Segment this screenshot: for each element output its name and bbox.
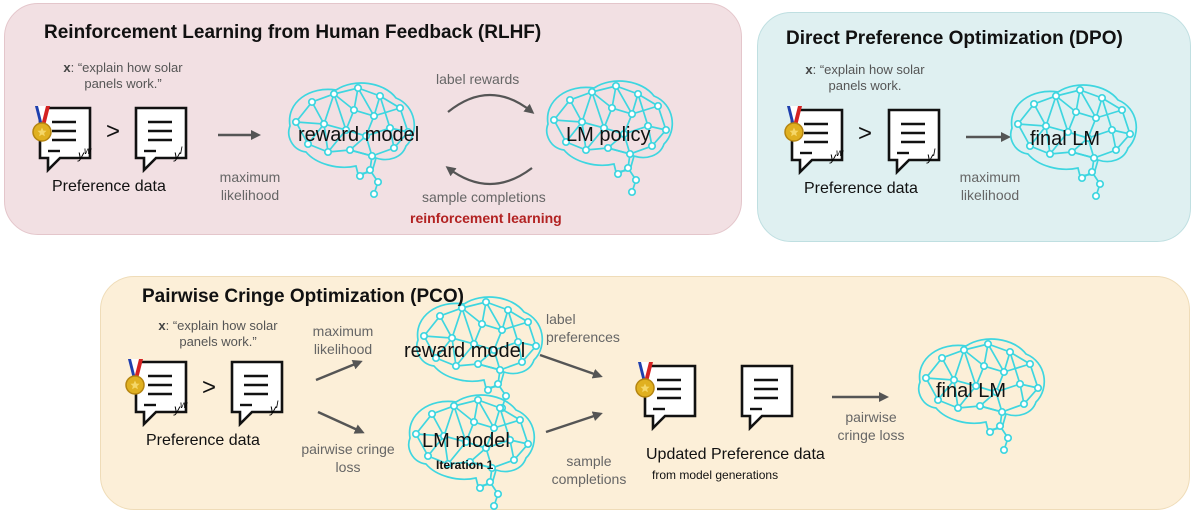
preference-data-label: Preference data xyxy=(146,432,260,449)
dpo-title: Direct Preference Optimization (DPO) xyxy=(786,28,1123,49)
greater-than-symbol: > xyxy=(106,118,121,145)
from-model-generations-label: from model generations xyxy=(652,468,779,482)
pairwise-cringe-loss-label: pairwise cringe loss xyxy=(301,441,395,475)
sample-completions-label: sample completions xyxy=(551,453,627,487)
rejected-response-label: yl xyxy=(270,400,279,416)
preference-data-label: Preference data xyxy=(52,178,166,195)
prompt-variable: x xyxy=(805,62,813,77)
final-lm-label: final LM xyxy=(1030,128,1101,150)
sample-completions-label: sample completions xyxy=(422,189,546,205)
prompt-text: : “explain how solar panels work.” xyxy=(70,60,183,91)
final-lm-label: final LM xyxy=(936,380,1007,402)
dpo-prompt: x: “explain how solar panels work. xyxy=(800,62,930,94)
arrow-icon xyxy=(317,410,365,434)
lm-policy-label: LM policy xyxy=(566,124,651,146)
chosen-response-label: yw xyxy=(174,400,188,416)
prompt-text: : “explain how solar panels work.” xyxy=(165,318,278,349)
preference-data-label: Preference data xyxy=(804,180,918,197)
updated-preference-data-label: Updated Preference data xyxy=(646,446,825,463)
arrow-icon xyxy=(315,360,363,382)
maximum-likelihood-label: maximum likelihood xyxy=(312,323,374,357)
rejected-document-icon xyxy=(740,364,794,430)
rejected-response-label: yl xyxy=(174,146,183,162)
maximum-likelihood-label: maximum likelihood xyxy=(219,169,281,203)
pco-title: Pairwise Cringe Optimization (PCO) xyxy=(142,286,464,307)
arrow-icon xyxy=(539,353,603,379)
reinforcement-learning-label: reinforcement learning xyxy=(410,210,562,226)
rejected-response-label: yl xyxy=(927,148,936,164)
greater-than-symbol: > xyxy=(202,374,217,401)
sample-completions-arrow-icon xyxy=(445,166,533,186)
chosen-response-label: yw xyxy=(78,146,92,162)
label-rewards-arrow-icon xyxy=(447,94,535,114)
rlhf-prompt: x: “explain how solar panels work.” xyxy=(58,60,188,92)
reward-model-label: reward model xyxy=(404,340,526,362)
prompt-variable: x xyxy=(158,318,166,333)
prompt-variable: x xyxy=(63,60,71,75)
iteration-label: Iteration 1 xyxy=(436,458,494,472)
chosen-document-icon xyxy=(643,364,697,430)
label-rewards-label: label rewards xyxy=(436,71,520,87)
label-preferences-label: label preferences xyxy=(546,311,620,345)
reward-model-label: reward model xyxy=(298,124,420,146)
pco-prompt: x: “explain how solar panels work.” xyxy=(148,318,288,350)
lm-model-label: LM model xyxy=(422,430,510,452)
greater-than-symbol: > xyxy=(858,120,873,147)
chosen-response-label: yw xyxy=(830,148,844,164)
arrow-icon xyxy=(545,411,603,434)
rlhf-title: Reinforcement Learning from Human Feedba… xyxy=(44,22,542,43)
pairwise-cringe-loss-label: pairwise cringe loss xyxy=(837,409,905,443)
maximum-likelihood-label: maximum likelihood xyxy=(959,169,1021,203)
prompt-text: : “explain how solar panels work. xyxy=(812,62,925,93)
